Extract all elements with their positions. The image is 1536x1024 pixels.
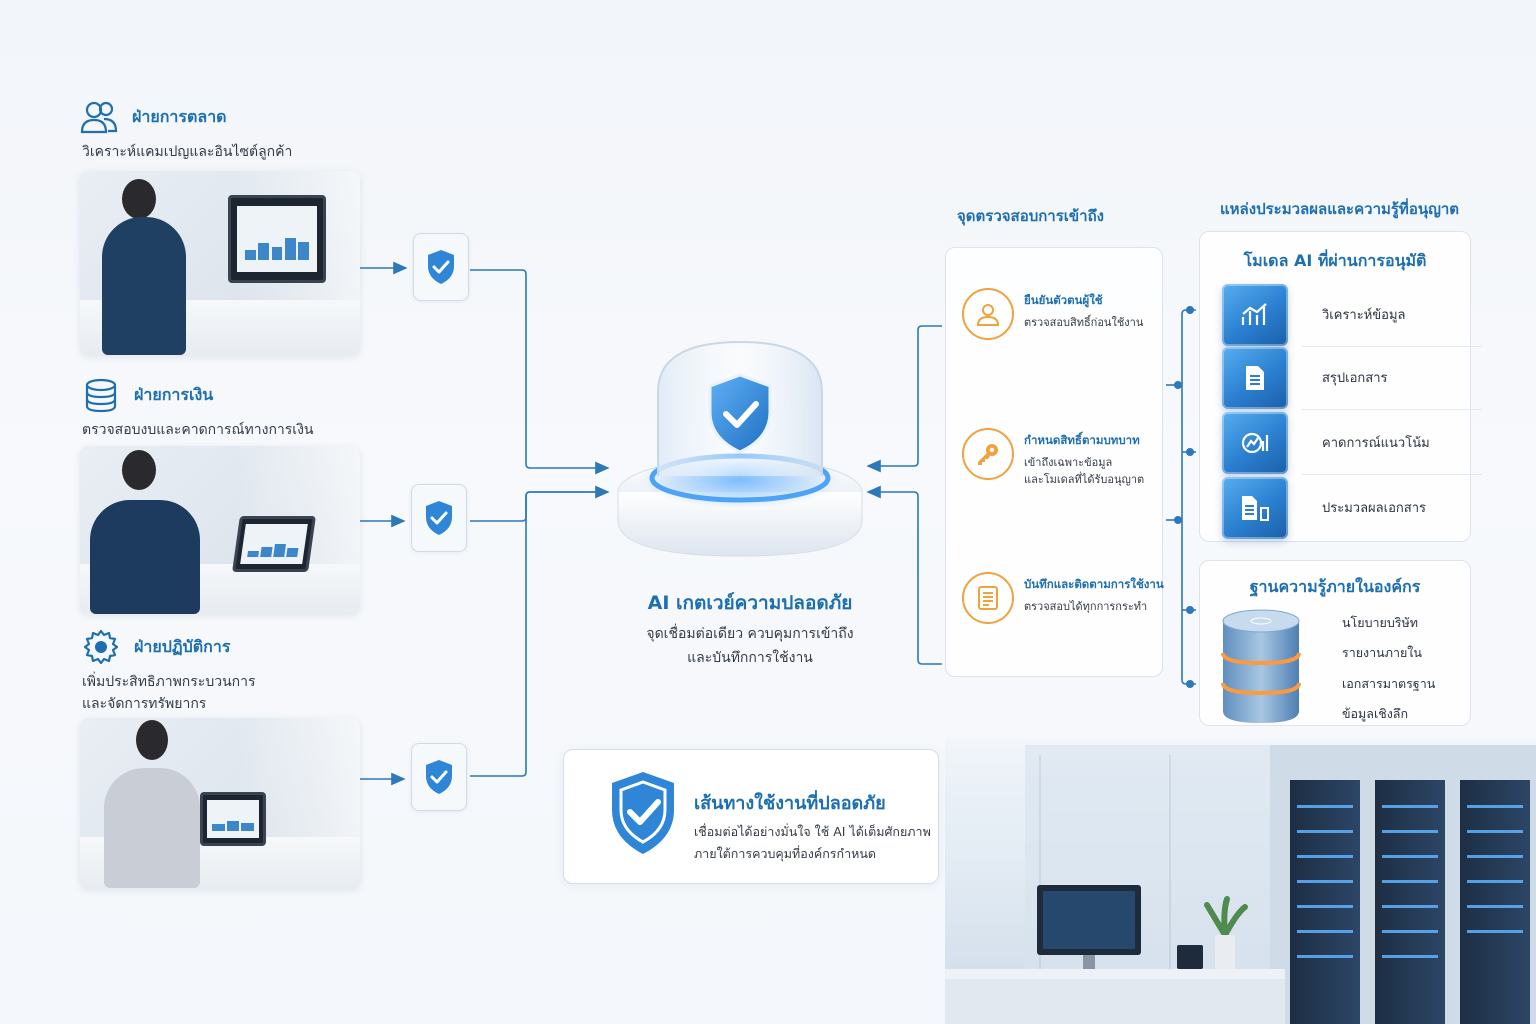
resources-heading: แหล่งประมวลผลและความรู้ที่อนุญาต — [1220, 200, 1460, 218]
connector-shield1-gateway — [470, 269, 610, 475]
checkpoint-audit-logging: บันทึกและติดตามการใช้งาน ตรวจสอบได้ทุกกา… — [962, 572, 1164, 624]
knowledge-item: เอกสารมาตรฐาน — [1342, 676, 1436, 691]
database-icon — [1221, 609, 1301, 723]
gateway-visual — [610, 330, 870, 580]
approved-models-title: โมเดล AI ที่ผ่านการอนุมัติ — [1243, 251, 1427, 270]
secure-route-line-2: ภายใต้การควบคุมที่องค์กรกำหนด — [694, 846, 877, 861]
server-room-background — [945, 735, 1536, 1024]
connector-checkpoint-gateway-top — [866, 325, 942, 473]
coins-icon — [82, 376, 120, 414]
approved-models-panel: โมเดล AI ที่ผ่านการอนุมัติ วิเคราะห์ข้อม… — [1199, 231, 1482, 542]
checkpoints-heading: จุดตรวจสอบการเข้าถึง — [957, 207, 1104, 225]
marketing-photo — [80, 171, 360, 355]
log-document-icon — [962, 572, 1014, 624]
gear-icon — [82, 628, 120, 666]
analytics-cube-icon — [1222, 284, 1288, 346]
checkpoint-authentication: ยืนยันตัวตนผู้ใช้ ตรวจสอบสิทธิ์ก่อนใช้งา… — [962, 288, 1143, 340]
knowledge-base-panel: ฐานความรู้ภายในองค์กร นโยบายบริษัท รายงา… — [1199, 560, 1471, 726]
secure-route-card: เส้นทางใช้งานที่ปลอดภัย เชื่อมต่อได้อย่า… — [563, 749, 939, 884]
shield-checkpoint-marketing — [413, 233, 469, 301]
dept-operations-title: ฝ่ายปฏิบัติการ — [134, 636, 231, 656]
secure-route-line-1: เชื่อมต่อได้อย่างมั่นใจ ใช้ AI ได้เต็มศั… — [694, 824, 931, 839]
model-data-analysis: วิเคราะห์ข้อมูล — [1222, 284, 1482, 347]
shield-check-icon — [612, 772, 674, 854]
dept-finance-desc: ตรวจสอบงบและคาดการณ์ทางการเงิน — [82, 422, 314, 438]
document-cube-icon — [1222, 347, 1288, 409]
checkpoint-role-permissions: กำหนดสิทธิ์ตามบทบาท เข้าถึงเฉพาะข้อมูล แ… — [962, 428, 1144, 488]
shield-check-icon — [426, 501, 452, 535]
secure-route-title: เส้นทางใช้งานที่ปลอดภัย — [694, 793, 886, 814]
dept-finance-header: ฝ่ายการเงิน — [82, 376, 213, 414]
user-icon — [962, 288, 1014, 340]
model-document-processing: ประมวลผลเอกสาร — [1222, 477, 1462, 539]
dept-finance-title: ฝ่ายการเงิน — [134, 384, 214, 404]
dept-marketing-desc: วิเคราะห์แคมเปญและอินไซต์ลูกค้า — [82, 144, 293, 160]
shield-check-icon — [426, 760, 452, 794]
process-cube-icon — [1222, 477, 1288, 539]
finance-photo — [80, 446, 360, 614]
dept-operations-header: ฝ่ายปฏิบัติการ — [82, 628, 230, 666]
connector-shield3-gateway — [470, 491, 608, 777]
model-document-summary: สรุปเอกสาร — [1222, 347, 1482, 410]
knowledge-item: นโยบายบริษัท — [1342, 615, 1418, 630]
shield-checkpoint-finance — [411, 484, 467, 552]
dept-operations-desc: เพิ่มประสิทธิภาพกระบวนการ และจัดการทรัพย… — [82, 674, 256, 712]
shield-check-icon — [428, 250, 454, 284]
knowledge-item: รายงานภายใน — [1342, 645, 1422, 660]
dept-marketing-header: ฝ่ายการตลาด — [80, 98, 227, 136]
forecast-cube-icon — [1222, 412, 1288, 474]
key-icon — [962, 428, 1014, 480]
model-trend-forecast: คาดการณ์แนวโน้ม — [1222, 412, 1482, 475]
knowledge-base-title: ฐานความรู้ภายในองค์กร — [1249, 577, 1421, 596]
connector-shield2-gateway — [470, 485, 610, 522]
operations-photo — [80, 718, 360, 888]
users-icon — [80, 98, 118, 136]
gateway-title: AI เกตเวย์ความปลอดภัย — [647, 592, 853, 614]
gateway-desc: จุดเชื่อมต่อเดียว ควบคุมการเข้าถึง และบั… — [646, 626, 854, 666]
checkpoints-panel: ยืนยันตัวตนผู้ใช้ ตรวจสอบสิทธิ์ก่อนใช้งา… — [945, 247, 1164, 677]
shield-checkpoint-operations — [411, 743, 467, 811]
knowledge-item: ข้อมูลเชิงลึก — [1342, 706, 1409, 721]
dept-marketing-title: ฝ่ายการตลาด — [132, 106, 227, 126]
connector-resource-bus — [1181, 309, 1196, 685]
